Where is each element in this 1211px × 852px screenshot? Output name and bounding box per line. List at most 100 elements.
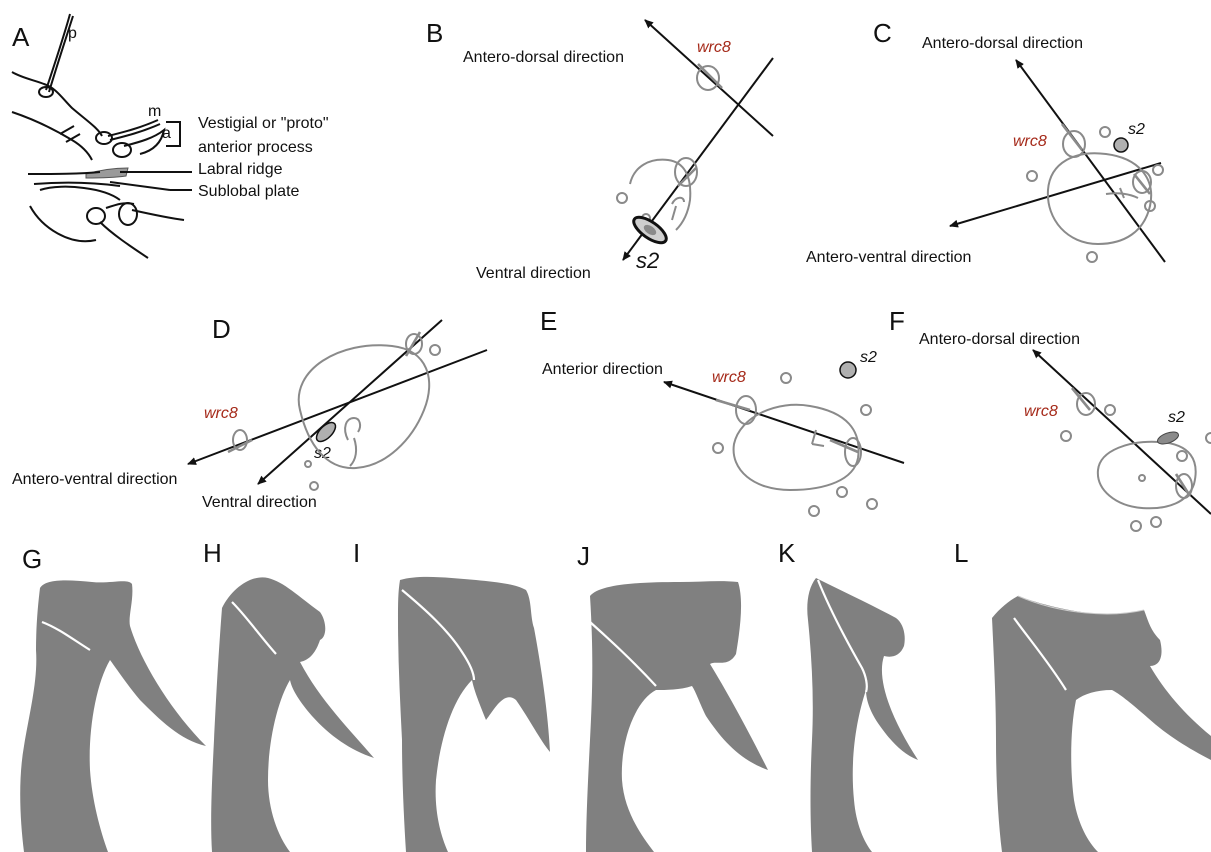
sensillum-circle [305, 461, 311, 467]
sensillum-circle [867, 499, 877, 509]
sensillum-circle [1153, 165, 1163, 175]
direction-label-antero-ventral: Antero-ventral direction [12, 471, 177, 488]
panel-letter-a: A [12, 22, 30, 52]
sensillum-circle [1131, 521, 1141, 531]
panel-letter-b: B [426, 18, 443, 48]
panel-l: L [954, 538, 1211, 852]
wrc8-label: wrc8 [204, 405, 238, 422]
hatch [60, 126, 74, 134]
sensillum-circle [1105, 405, 1115, 415]
sublobal-plate-edge [34, 183, 120, 186]
axis-anterior-arrow [664, 382, 904, 463]
hooklet [672, 198, 684, 220]
panel-letter-d: D [212, 314, 231, 344]
wrc8-seta [716, 400, 750, 410]
lower-body-top [40, 187, 120, 200]
axis-antero-dorsal-arrow [1016, 60, 1165, 262]
s2-label: s2 [1128, 121, 1145, 138]
sensillum-circle [1139, 475, 1145, 481]
sensillum-circle [837, 487, 847, 497]
panel-letter-c: C [873, 18, 892, 48]
seta-p [46, 14, 70, 90]
sensillum-circle [617, 193, 627, 203]
axis-antero-dorsal-arrow [645, 20, 773, 136]
wrc8-label: wrc8 [697, 39, 731, 56]
sublobal-line [28, 172, 100, 174]
panel-a-drawing [12, 14, 184, 258]
panel-a-outline [12, 112, 92, 160]
cell-outline [734, 405, 859, 490]
lower-seta-socket-2 [119, 203, 137, 225]
lower-body-bottom [30, 206, 96, 241]
panel-c: C Antero-dorsal direction wrc8 s2 Antero… [806, 18, 1165, 266]
wrc8-label: wrc8 [1013, 133, 1047, 150]
sensillum-circle [781, 373, 791, 383]
cell-outline [299, 345, 429, 468]
sensillum-circle [809, 506, 819, 516]
lower-seta-2 [132, 210, 184, 220]
lower-seta-socket [87, 208, 105, 224]
cell-outline [1048, 153, 1151, 244]
wrc8-label: wrc8 [1024, 403, 1058, 420]
panel-letter-k: K [778, 538, 796, 568]
label-m: m [148, 103, 161, 120]
s2-label: s2 [1168, 409, 1185, 426]
panel-letter-j: J [577, 541, 590, 571]
s2-sensillum [840, 362, 856, 378]
panel-h: H [203, 538, 374, 852]
claw-silhouette [20, 580, 206, 852]
seta-m-socket [96, 132, 112, 144]
wrc8-label: wrc8 [712, 369, 746, 386]
panel-a: A [12, 14, 329, 258]
panel-letter-e: E [540, 306, 557, 336]
direction-label-antero-ventral: Antero-ventral direction [806, 249, 971, 266]
claw-silhouette [807, 578, 918, 852]
panel-letter-h: H [203, 538, 222, 568]
direction-label-antero-dorsal: Antero-dorsal direction [463, 49, 624, 66]
sensillum-circle [1061, 431, 1071, 441]
claw-silhouette [211, 577, 374, 852]
label-p: p [68, 25, 77, 42]
s2-label: s2 [860, 349, 877, 366]
label-sublobal-plate: Sublobal plate [198, 183, 300, 200]
sensillum-circle [713, 443, 723, 453]
panel-e: E Anterior direction wrc8 s2 [540, 306, 904, 516]
sensillum-circle [1100, 127, 1110, 137]
panel-letter-l: L [954, 538, 968, 568]
direction-label-ventral: Ventral direction [202, 494, 317, 511]
panel-letter-g: G [22, 544, 42, 574]
label-a: a [162, 125, 171, 142]
panel-i: I [353, 538, 550, 852]
panel-f: F Antero-dorsal direction wrc8 s2 [889, 306, 1211, 531]
hooklet [345, 418, 360, 466]
claw-silhouette [992, 596, 1211, 852]
direction-label-anterior: Anterior direction [542, 361, 663, 378]
s2-label: s2 [636, 248, 659, 273]
sensillum-circle [1177, 451, 1187, 461]
panel-g: G [20, 544, 206, 852]
panel-d: D wrc8 Antero-ventral direction Ventral … [12, 314, 487, 511]
label-vestigial-line1: Vestigial or "proto" [198, 115, 329, 132]
sensillum-circle [310, 482, 318, 490]
direction-label-ventral: Ventral direction [476, 265, 591, 282]
wrc8-socket [1063, 131, 1085, 157]
claw-silhouette [398, 577, 550, 852]
axis-ventral-arrow [258, 320, 442, 484]
sensillum-circle [1206, 433, 1211, 443]
sensillum-circle [861, 405, 871, 415]
direction-label-antero-dorsal: Antero-dorsal direction [919, 331, 1080, 348]
s2-sensillum [1114, 138, 1128, 152]
direction-label-antero-dorsal: Antero-dorsal direction [922, 35, 1083, 52]
sensillum-circle [1027, 171, 1037, 181]
sensillum-circle [430, 345, 440, 355]
sensillum-circle [1087, 252, 1097, 262]
panel-a-outline [12, 72, 102, 136]
panel-letter-i: I [353, 538, 360, 568]
label-vestigial-line2: anterior process [198, 139, 313, 156]
panel-letter-f: F [889, 306, 905, 336]
lower-seta [100, 222, 148, 258]
claw-silhouette [586, 581, 768, 852]
panel-k: K [778, 538, 918, 852]
